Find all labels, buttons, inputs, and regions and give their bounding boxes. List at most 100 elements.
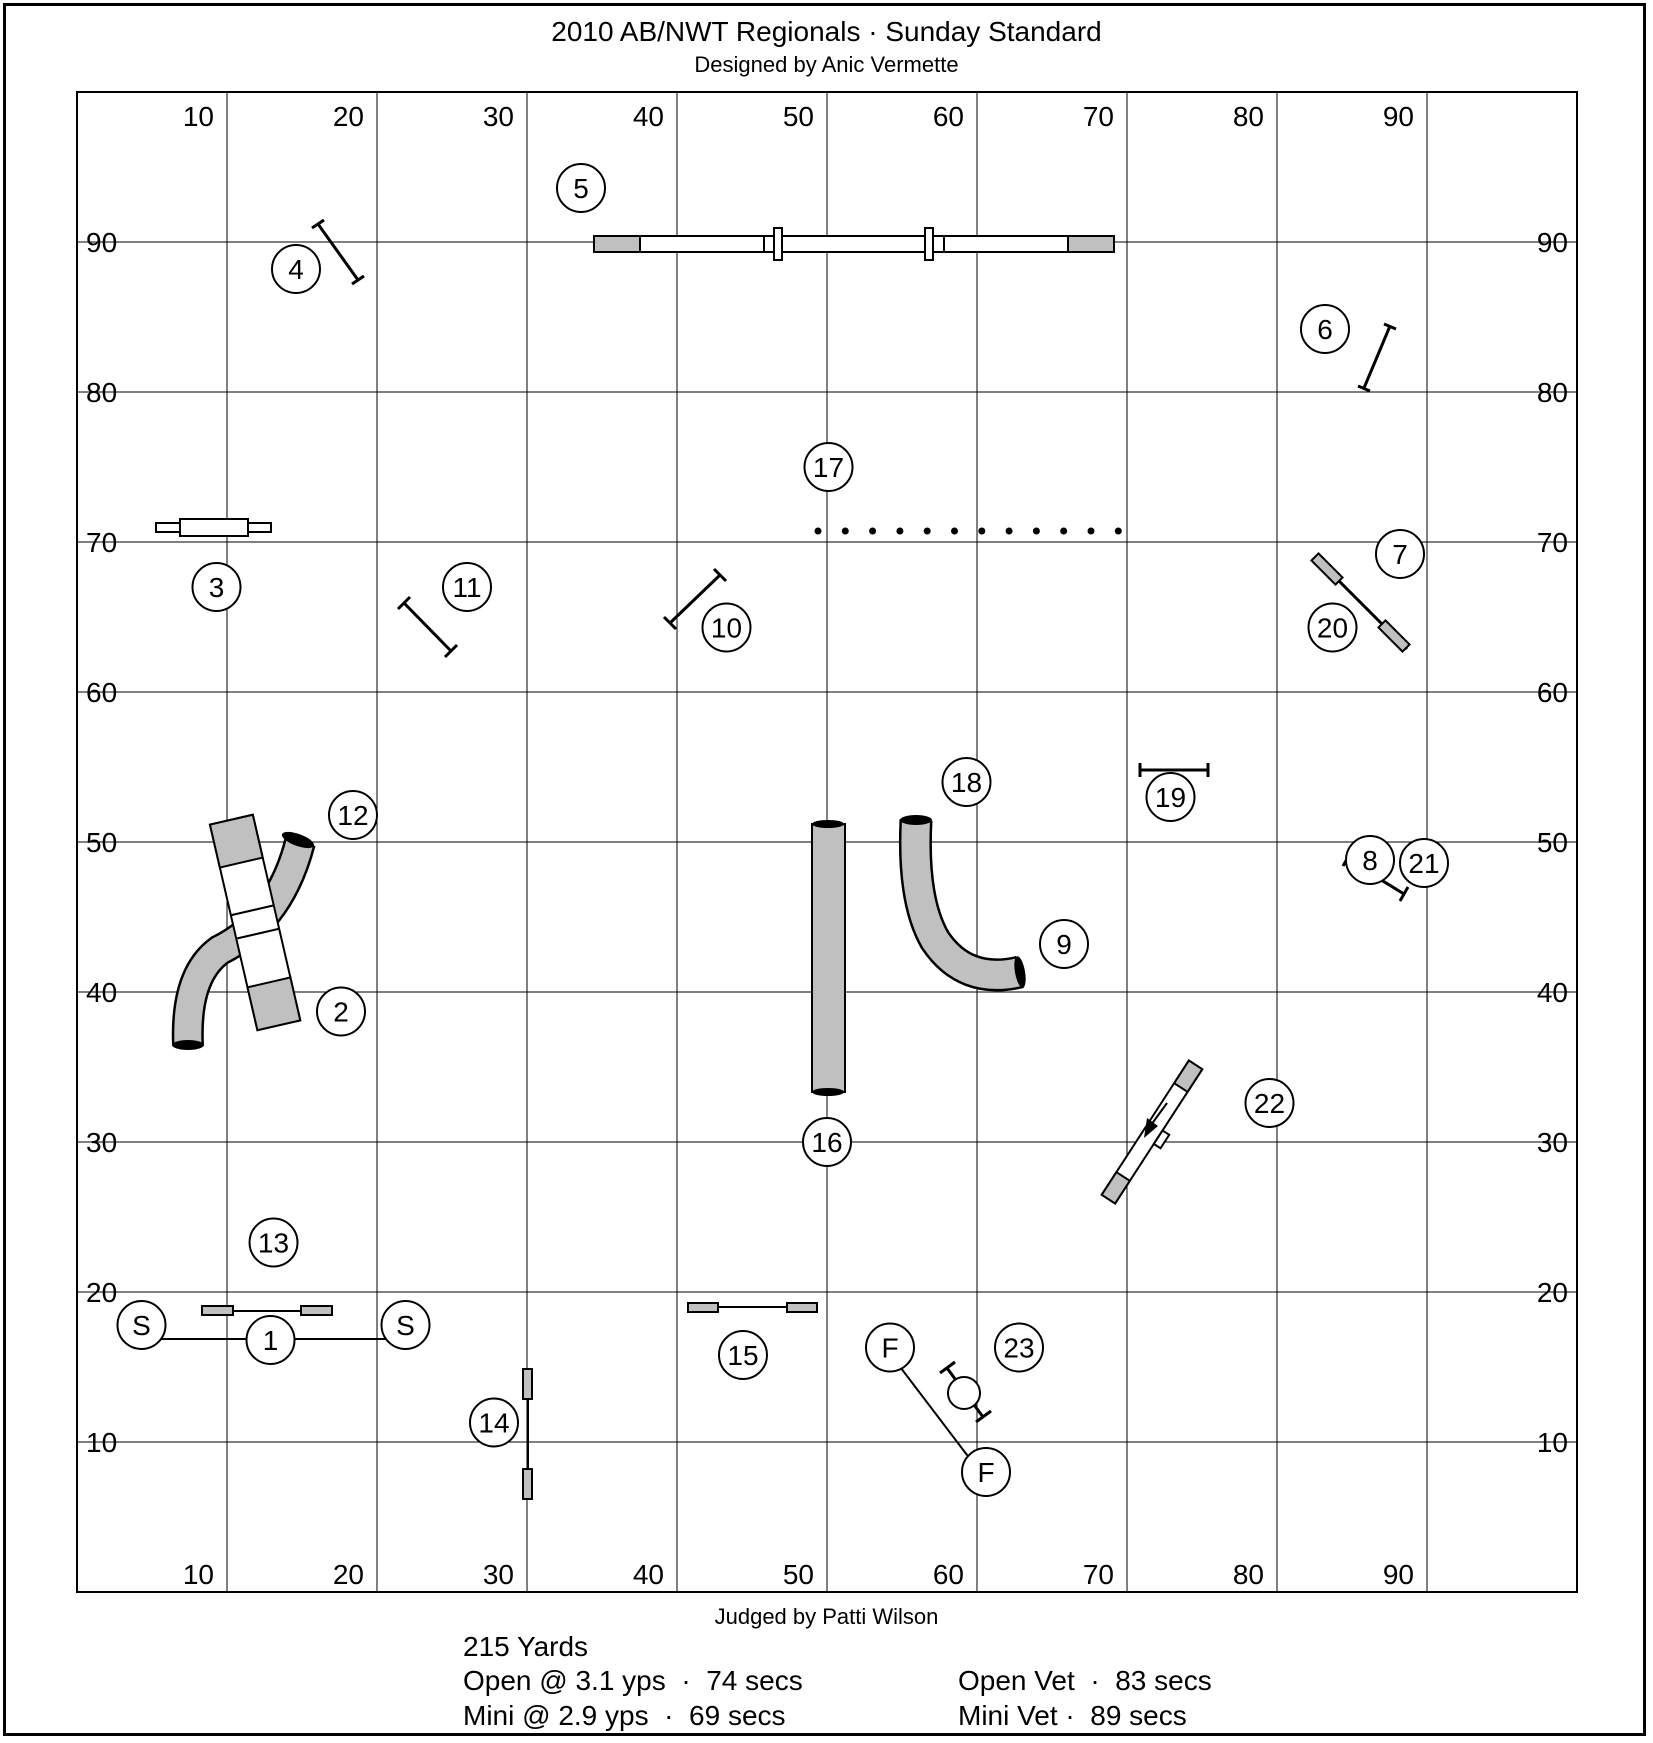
tire-obstacle [155, 518, 272, 537]
obstacle-number: 8 [1362, 845, 1378, 876]
obstacle-number: 14 [478, 1408, 509, 1439]
obstacle-marker: 15 [718, 1330, 768, 1380]
obstacle-marker: F [865, 1322, 915, 1373]
obstacle-marker: 10 [701, 602, 752, 653]
ring-boundary [76, 91, 1578, 1593]
obstacle-marker: 16 [802, 1117, 852, 1167]
mini-vet-time: Mini Vet · 89 secs [958, 1700, 1187, 1731]
obstacle-number: 20 [1317, 613, 1348, 644]
obstacle-number: 18 [951, 767, 982, 798]
x-axis-label: 50 [783, 101, 814, 132]
obstacle-number: 10 [711, 613, 742, 644]
course-title: 2010 AB/NWT Regionals · Sunday Standard [551, 16, 1102, 47]
weave-pole [896, 527, 904, 535]
obstacle-marker: 8 [1345, 835, 1395, 885]
curved-tunnel-12 [171, 831, 316, 1050]
y-axis-label: 60 [1537, 677, 1568, 708]
y-axis-label: 70 [86, 527, 117, 558]
obstacle-number: 1 [263, 1325, 279, 1356]
course-yards: 215 Yards [463, 1631, 589, 1662]
open-time: Open @ 3.1 yps · 74 secs [463, 1665, 803, 1696]
y-axis-label: 90 [86, 227, 117, 258]
obstacle-number: 11 [452, 572, 481, 603]
straight-tunnel-16 [811, 820, 846, 1096]
y-axis-label: 20 [1537, 1277, 1568, 1308]
jump-4 [311, 218, 365, 286]
obstacle-number: F [881, 1333, 898, 1364]
x-axis-label: 80 [1233, 101, 1264, 132]
mini-time: Mini @ 2.9 yps · 69 secs [463, 1700, 786, 1731]
curved-tunnel-9-18 [898, 815, 1026, 992]
dog-walk [593, 227, 1115, 261]
obstacle-number: 17 [813, 452, 844, 483]
y-axis-label: 90 [1537, 227, 1568, 258]
obstacle-number: 16 [811, 1127, 842, 1158]
obstacle-marker: 7 [1375, 529, 1425, 579]
y-axis-label: 50 [1537, 827, 1568, 858]
x-axis-label: 90 [1383, 101, 1414, 132]
weave-pole [951, 527, 958, 535]
weave-poles [814, 527, 1122, 535]
obstacle-number: F [977, 1457, 994, 1488]
open-vet-time: Open Vet · 83 secs [958, 1665, 1212, 1696]
x-axis-label: 70 [1083, 1559, 1114, 1590]
x-axis-label: 70 [1083, 101, 1114, 132]
y-axis-label: 40 [1537, 977, 1568, 1008]
finish-line [887, 1350, 984, 1477]
obstacle-number: 23 [1003, 1333, 1034, 1364]
weave-pole [1005, 527, 1013, 535]
y-axis-label: 10 [1537, 1427, 1568, 1458]
y-axis-label: 10 [86, 1427, 117, 1458]
y-axis-label: 20 [86, 1277, 117, 1308]
obstacle-number: 22 [1254, 1088, 1285, 1119]
obstacle-marker: 17 [803, 442, 854, 492]
obstacle-number: 5 [573, 173, 589, 204]
obstacle-marker: 19 [1145, 772, 1196, 822]
obstacle-marker: 20 [1307, 602, 1358, 653]
obstacle-marker: F [961, 1447, 1011, 1497]
obstacle-marker: 13 [248, 1217, 299, 1268]
obstacle-number: 6 [1317, 314, 1333, 345]
tire-23 [939, 1360, 992, 1424]
x-axis-label: 80 [1233, 1559, 1264, 1590]
y-axis-label: 80 [1537, 377, 1568, 408]
equipment-layer [140, 218, 1411, 1500]
obstacle-marker: 5 [556, 163, 606, 213]
y-axis-label: 30 [1537, 1127, 1568, 1158]
double-jump [1310, 552, 1411, 653]
jump-14 [522, 1368, 533, 1500]
weave-pole [1032, 527, 1040, 535]
obstacle-marker: 22 [1244, 1078, 1295, 1128]
x-axis-label: 30 [483, 101, 514, 132]
obstacle-marker: S [380, 1300, 431, 1350]
weave-pole [1114, 527, 1122, 535]
obstacle-marker: 4 [271, 244, 321, 294]
obstacle-marker: 23 [994, 1322, 1044, 1373]
obstacle-number: S [132, 1310, 151, 1341]
y-axis-label: 70 [1537, 527, 1568, 558]
jump-13 [201, 1305, 333, 1316]
page-border [3, 3, 1646, 1736]
obstacle-marker: 2 [316, 986, 366, 1037]
obstacle-number: 2 [333, 997, 349, 1028]
x-axis-label: 90 [1383, 1559, 1414, 1590]
jump-19 [1138, 763, 1210, 777]
obstacle-marker: 11 [442, 562, 492, 612]
x-axis-label: 10 [183, 101, 214, 132]
weave-pole [923, 527, 931, 535]
x-axis-label: 40 [633, 101, 664, 132]
jump-11 [396, 595, 459, 659]
teeter-direction-arrow [1144, 1102, 1168, 1138]
obstacle-marker: 21 [1399, 838, 1449, 888]
jump-15 [687, 1302, 818, 1313]
designer-credit: Designed by Anic Vermette [694, 52, 959, 77]
jump-6 [1357, 322, 1397, 393]
obstacle-number: 9 [1056, 929, 1072, 960]
weave-pole [814, 527, 822, 535]
teeter [1100, 1059, 1204, 1205]
obstacle-number: 19 [1155, 782, 1186, 813]
obstacle-number: 7 [1392, 539, 1408, 570]
weave-pole [841, 527, 849, 535]
weave-pole [1087, 527, 1095, 535]
